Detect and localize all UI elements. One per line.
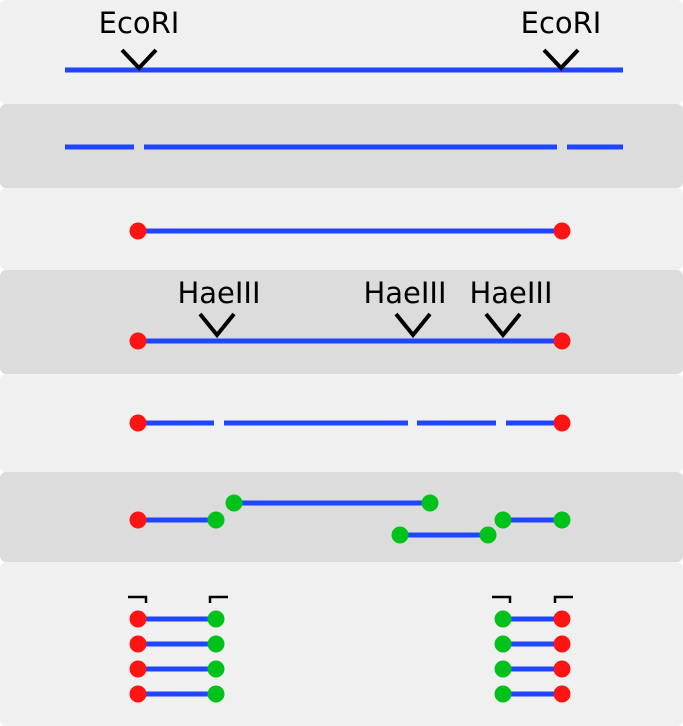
- green-end: [391, 526, 409, 544]
- primer-arrow-reverse-icon: [208, 595, 228, 603]
- ecori-label-right: EcoRI: [521, 6, 602, 40]
- red-end: [129, 222, 147, 240]
- primer-arrow-forward-icon: [128, 595, 148, 603]
- step-5: [129, 414, 571, 432]
- cut-site-marker: [394, 312, 432, 339]
- red-end: [129, 414, 147, 432]
- red-end: [129, 660, 147, 678]
- green-end: [207, 635, 225, 653]
- red-end: [129, 610, 147, 628]
- panel-7: [0, 562, 683, 726]
- step-1: EcoRI EcoRI: [65, 6, 623, 73]
- red-end: [553, 685, 571, 703]
- cut-site-marker: [484, 312, 522, 339]
- green-end: [494, 660, 512, 678]
- red-end: [553, 414, 571, 432]
- green-end: [494, 635, 512, 653]
- green-end: [207, 685, 225, 703]
- ecori-label-left: EcoRI: [99, 6, 180, 40]
- step-4: HaeIII HaeIII HaeIII: [129, 276, 571, 350]
- haeiii-label-2: HaeIII: [363, 276, 446, 310]
- red-end: [553, 635, 571, 653]
- red-end: [553, 511, 571, 529]
- green-end: [494, 685, 512, 703]
- step-3: [129, 222, 571, 240]
- red-end: [129, 511, 147, 529]
- green-end: [225, 494, 243, 512]
- cut-site-marker-left: [120, 48, 158, 71]
- haeiii-label-3: HaeIII: [469, 276, 552, 310]
- step-6: [129, 494, 571, 544]
- primer-arrow-forward-icon: [492, 595, 512, 603]
- cut-site-marker: [198, 312, 236, 339]
- green-end: [207, 660, 225, 678]
- primer-arrow-reverse-icon: [553, 595, 573, 603]
- green-end: [494, 511, 512, 529]
- haeiii-label-1: HaeIII: [177, 276, 260, 310]
- red-end: [553, 332, 571, 350]
- green-end: [421, 494, 439, 512]
- green-end: [207, 511, 225, 529]
- panel-4: [0, 270, 683, 374]
- green-end: [479, 526, 497, 544]
- red-end: [129, 685, 147, 703]
- green-end: [207, 610, 225, 628]
- step-7: [128, 595, 573, 703]
- red-end: [129, 635, 147, 653]
- green-end: [494, 610, 512, 628]
- red-end: [553, 610, 571, 628]
- red-end: [129, 332, 147, 350]
- red-end: [553, 660, 571, 678]
- panel-1: [0, 0, 683, 104]
- panel-6: [0, 472, 683, 562]
- cut-site-marker-right: [542, 48, 580, 71]
- red-end: [553, 222, 571, 240]
